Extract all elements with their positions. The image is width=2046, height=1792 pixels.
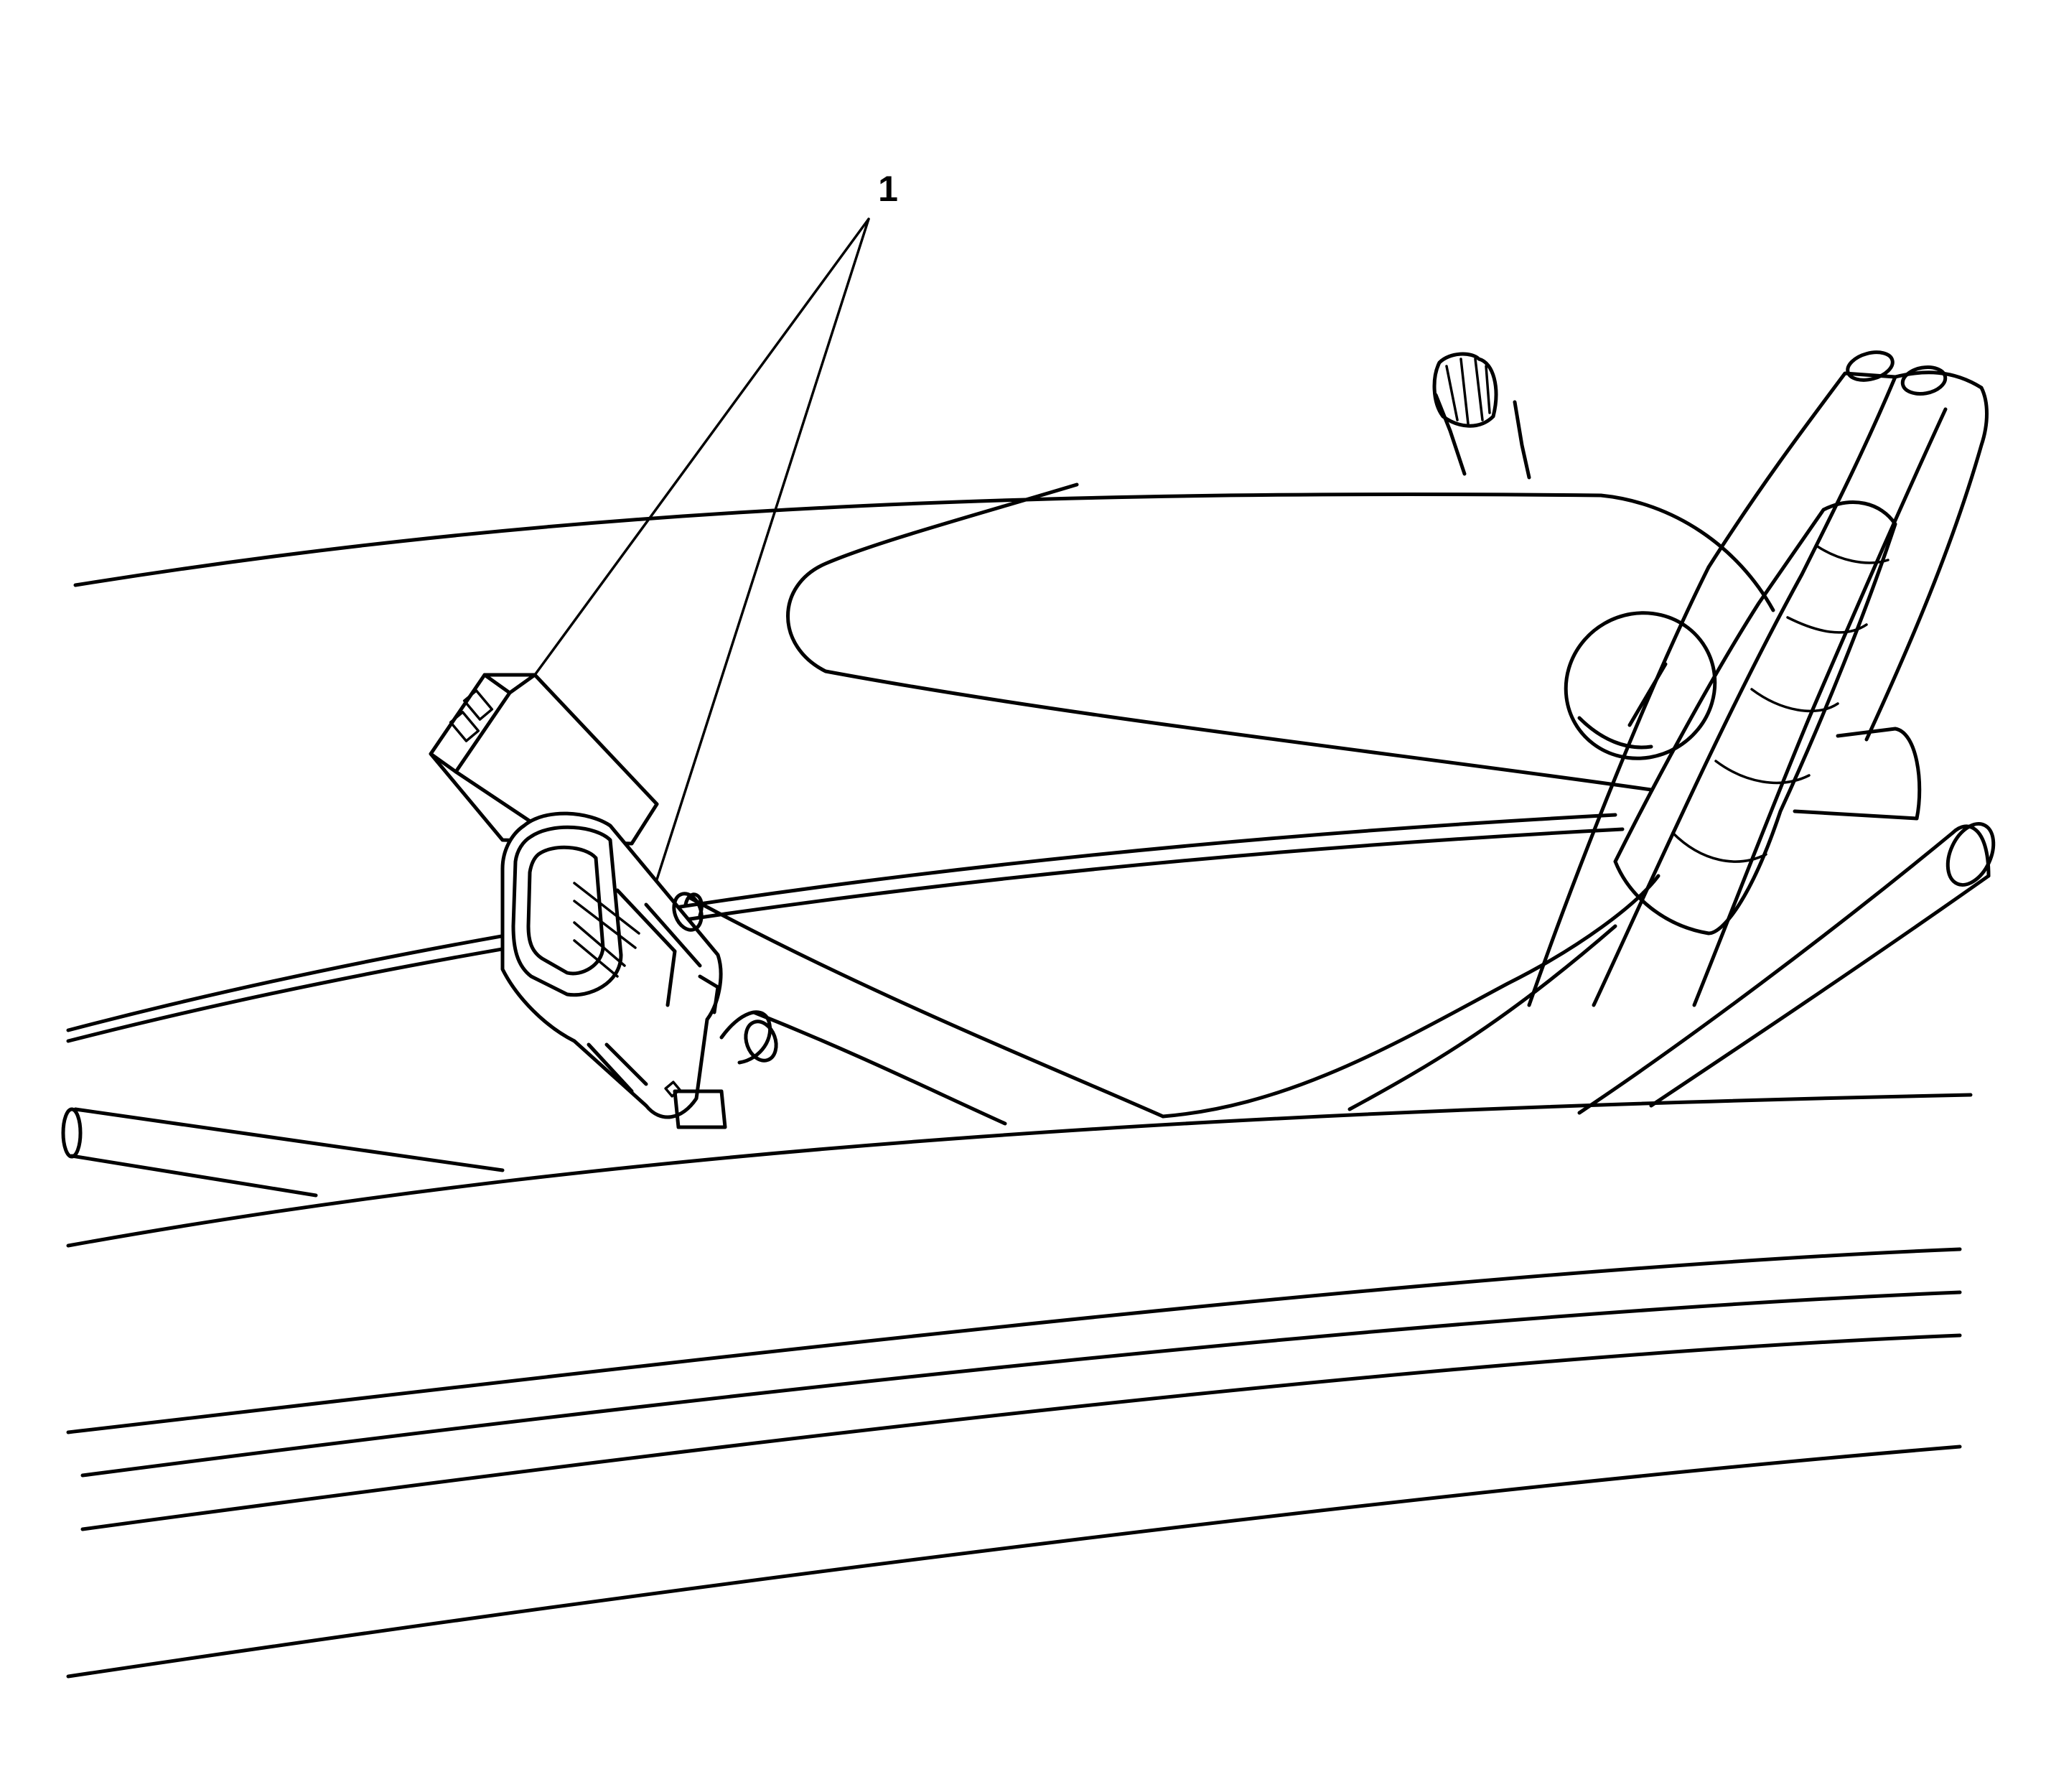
left-rod-bottom bbox=[70, 1154, 318, 1198]
tape-wrap-band-3 bbox=[1750, 688, 1839, 713]
harness-sweep-2 bbox=[1347, 924, 1617, 1111]
callout-label-1: 1 bbox=[878, 169, 898, 209]
conduit-right-outer bbox=[1864, 370, 1989, 742]
lower-connector-latch bbox=[615, 888, 702, 1007]
harness-lower-edge bbox=[752, 1010, 1007, 1126]
wire-bundle-top-end bbox=[1432, 352, 1498, 428]
bracket-foot bbox=[1793, 727, 1922, 821]
left-rod-end bbox=[61, 1107, 83, 1159]
callout-leader-line-2 bbox=[655, 218, 870, 881]
tape-wrap-band-5 bbox=[1671, 831, 1767, 863]
hood-line-2 bbox=[80, 1290, 1962, 1478]
lower-connector-pin-1 bbox=[573, 882, 640, 949]
lower-connector-pin-2 bbox=[573, 921, 626, 978]
lower-connector-clip-slot bbox=[664, 1081, 681, 1098]
cowl-lip-outer bbox=[66, 813, 1617, 1032]
connector-grommet-2 bbox=[744, 1019, 778, 1063]
cowl-front-edge bbox=[66, 1093, 1973, 1248]
connector-grommet-1 bbox=[672, 892, 704, 932]
bracket-outline bbox=[1599, 493, 1775, 612]
lower-conduit-inner bbox=[1649, 874, 1991, 1108]
upper-connector-side bbox=[454, 673, 537, 824]
wire-strands bbox=[1445, 358, 1491, 425]
conduit-right-inner bbox=[1692, 407, 1948, 1007]
lower-connector-clip bbox=[673, 1089, 727, 1129]
lower-connector-housing bbox=[500, 811, 723, 1119]
tape-wrap-band-1 bbox=[1815, 544, 1889, 564]
harness-sweep bbox=[1161, 874, 1660, 1119]
callout-leader-line-1 bbox=[533, 218, 870, 676]
conduit-left-outer bbox=[1592, 371, 1897, 1007]
conduit-end-2 bbox=[1900, 365, 1948, 396]
connector-wire-3 bbox=[698, 974, 720, 1014]
conduit-left-inner bbox=[1527, 565, 1711, 1007]
upper-panel-edge bbox=[73, 493, 1603, 587]
tape-wrap bbox=[1613, 500, 1897, 935]
upper-connector-slot-1 bbox=[449, 711, 480, 742]
lower-connector-tail bbox=[587, 1042, 648, 1093]
lower-conduit-outer bbox=[1577, 831, 1955, 1115]
tape-wrap-band-2 bbox=[1786, 616, 1868, 634]
upper-connector-slot-2 bbox=[462, 689, 494, 721]
harness-upper-edge bbox=[687, 895, 1165, 1119]
conduit-end-1 bbox=[1846, 350, 1895, 382]
panel-recess bbox=[786, 482, 1653, 792]
upper-connector-face bbox=[429, 673, 512, 774]
grommet-inner bbox=[1577, 716, 1653, 750]
cowl-lip-inner bbox=[66, 827, 1625, 1043]
hood-line-4 bbox=[66, 1445, 1962, 1679]
wire-bundle-top bbox=[1434, 393, 1531, 480]
lower-conduit-body bbox=[1951, 824, 1991, 878]
hood-line-1 bbox=[66, 1247, 1962, 1434]
left-rod-top bbox=[73, 1107, 505, 1172]
lower-connector-face-outer bbox=[511, 825, 623, 997]
hood-line-3 bbox=[80, 1333, 1962, 1531]
tape-wrap-band-4 bbox=[1714, 760, 1811, 785]
connector-wire-2 bbox=[719, 1010, 772, 1065]
lower-connector-face-inner bbox=[526, 845, 605, 976]
